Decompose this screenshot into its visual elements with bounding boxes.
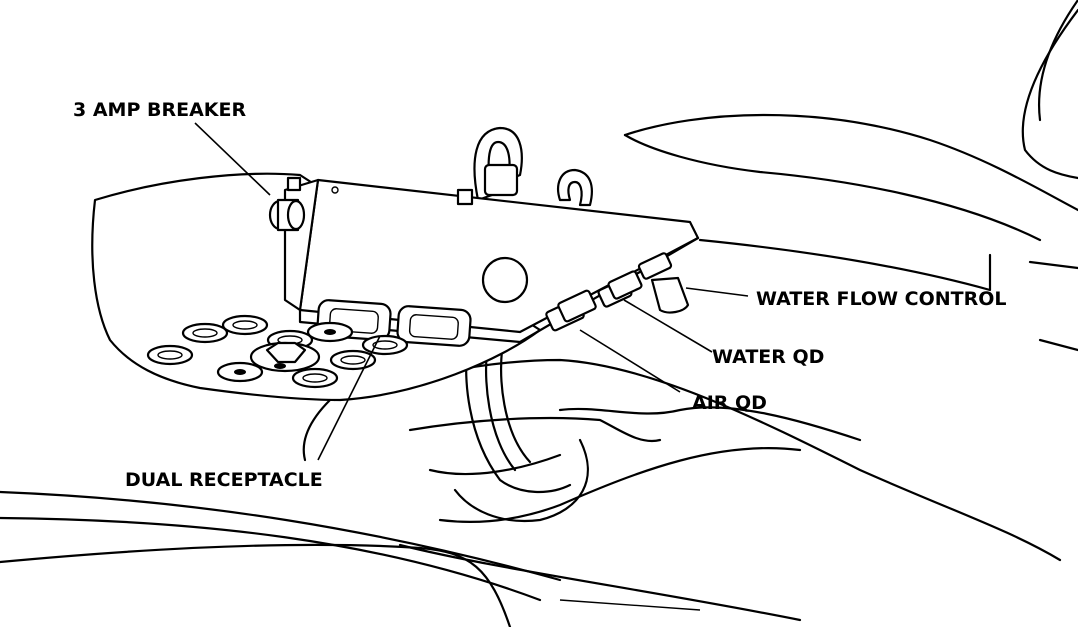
- breaker-label: 3 AMP BREAKER: [73, 99, 247, 121]
- hoses: [473, 126, 593, 207]
- junction-box: [283, 178, 700, 344]
- breaker: [268, 176, 306, 232]
- chair-base-outline: [0, 490, 802, 627]
- water-qd-leader: [623, 299, 713, 353]
- plate-fittings: [146, 314, 409, 389]
- dual-receptacle-label: DUAL RECEPTACLE: [125, 469, 323, 491]
- water-flow-leader: [685, 287, 749, 297]
- air-qd-label: AIR QD: [692, 392, 767, 414]
- leader-lines: [194, 122, 749, 461]
- breaker-leader: [194, 122, 271, 196]
- qd-fittings: [545, 252, 690, 332]
- water-flow-control-label: WATER FLOW CONTROL: [756, 288, 1007, 310]
- receptacle-leader: [317, 335, 381, 461]
- water-qd-label: WATER QD: [712, 346, 825, 368]
- chair-arm-outline: [623, 0, 1078, 352]
- air-qd-leader: [579, 329, 681, 393]
